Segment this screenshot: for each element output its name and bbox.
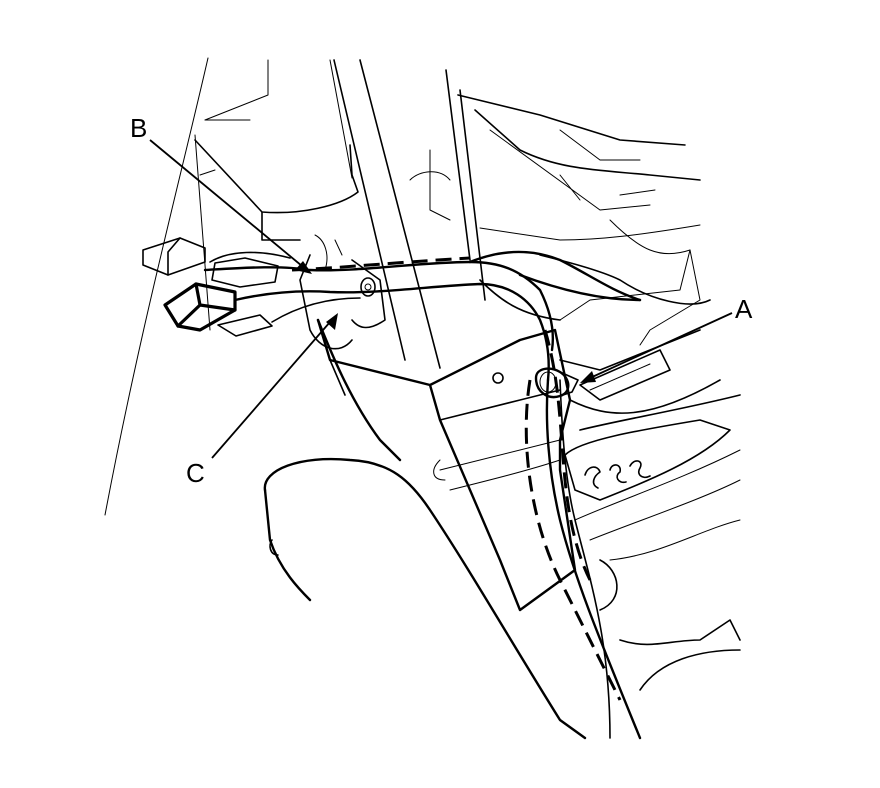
callout-label-c: C bbox=[186, 458, 205, 488]
callout-leaders bbox=[149, 139, 733, 459]
upper-panel bbox=[194, 59, 269, 331]
lower-right-panel bbox=[564, 394, 741, 561]
main-bracket bbox=[316, 318, 577, 612]
clip-a bbox=[534, 367, 579, 399]
upper-bracket bbox=[194, 59, 359, 241]
dashed-routing bbox=[291, 256, 622, 701]
callout-label-b: B bbox=[130, 113, 147, 143]
upper-right-structure bbox=[457, 94, 711, 305]
wire-harness bbox=[203, 250, 642, 740]
background-curve bbox=[104, 57, 209, 516]
right-side-panel bbox=[559, 249, 721, 414]
connectors bbox=[142, 237, 279, 337]
vertical-pillar bbox=[333, 59, 486, 369]
lower-bracket bbox=[263, 457, 587, 740]
lower-right-bottom bbox=[599, 559, 741, 691]
callout-label-a: A bbox=[735, 294, 753, 324]
grommet-plate bbox=[299, 234, 386, 350]
